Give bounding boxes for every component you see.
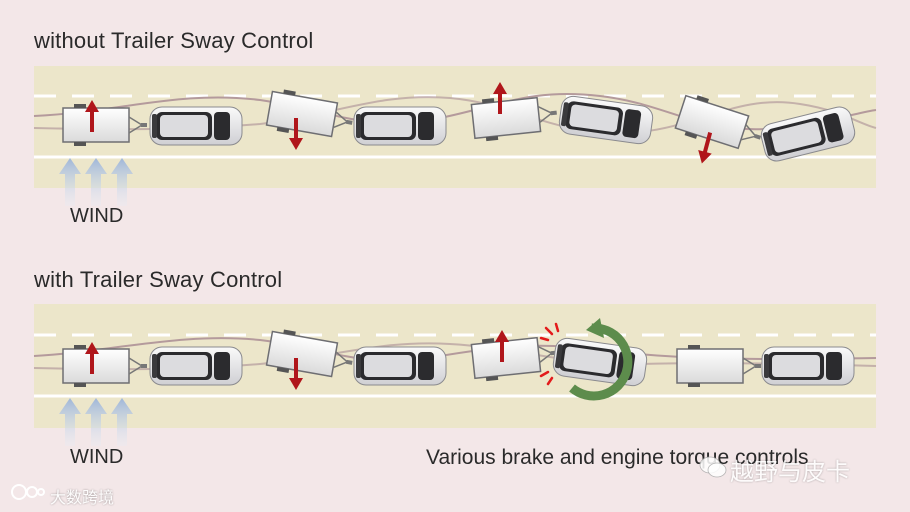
source-logo-icon bbox=[11, 484, 45, 500]
top-panel bbox=[33, 66, 877, 206]
top-wind-label: WIND bbox=[70, 205, 124, 227]
bottom-wind-arrows-icon bbox=[59, 398, 133, 446]
top-car-1 bbox=[149, 106, 243, 146]
bottom-panel-title: with Trailer Sway Control bbox=[34, 267, 283, 292]
bottom-car-2 bbox=[353, 346, 447, 386]
bottom-car-4 bbox=[761, 346, 855, 386]
top-wind-arrows-icon bbox=[59, 158, 133, 206]
top-panel-title: without Trailer Sway Control bbox=[34, 28, 314, 53]
top-car-2 bbox=[353, 106, 447, 146]
brake-flash-icon bbox=[539, 322, 560, 386]
wechat-watermark: 越野与皮卡 bbox=[730, 459, 850, 486]
bottom-wind-label: WIND bbox=[70, 446, 124, 468]
wechat-logo-icon bbox=[699, 456, 727, 478]
rotation-arrow-icon bbox=[569, 318, 633, 401]
bottom-car-1 bbox=[149, 346, 243, 386]
source-watermark: 大数跨境 bbox=[50, 490, 115, 507]
bottom-panel bbox=[33, 304, 877, 446]
